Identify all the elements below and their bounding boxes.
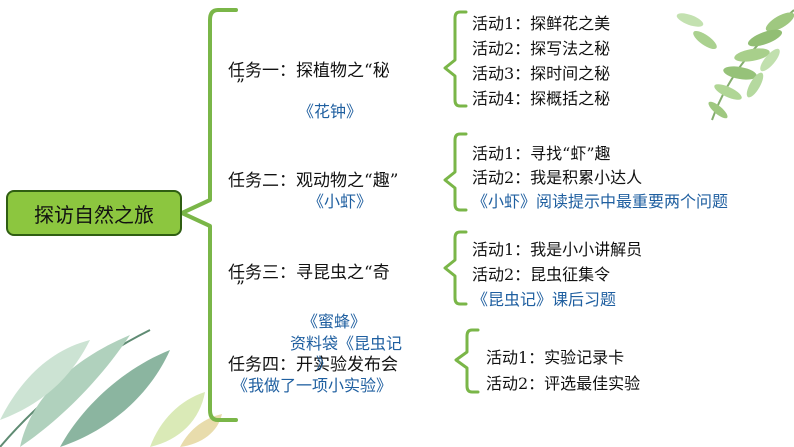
task-1-activity-2: 活动2：探写法之秘 xyxy=(472,39,611,58)
task-4-activity-1: 活动1：实验记录卡 xyxy=(486,348,625,367)
task-1-book: 《花钟》 xyxy=(298,102,363,121)
task-4-activity-2: 活动2：评选最佳实验 xyxy=(486,374,641,393)
task-3-note: 《昆虫记》课后习题 xyxy=(472,290,617,309)
task-3-activity-2: 活动2：昆虫征集令 xyxy=(472,265,611,284)
task-4-book-2: 资料袋《昆虫记 xyxy=(290,334,403,353)
task-1-label: 任务一：探植物之“秘 xyxy=(228,61,390,81)
task-4-book-4: 《我做了一项小实验》 xyxy=(232,376,393,395)
task-4-label: 任务四：开实验发布会 xyxy=(228,355,398,375)
task-2-activity-2: 活动2：我是积累小达人 xyxy=(472,168,643,187)
task-3-label-cont: ” xyxy=(236,278,245,298)
task-4-book-3: 》 xyxy=(316,354,333,373)
root-node: 探访自然之旅 xyxy=(6,190,182,236)
task-1-activity-3: 活动3：探时间之秘 xyxy=(472,64,611,83)
task-1-activity-4: 活动4：探概括之秘 xyxy=(472,89,611,108)
main-bracket xyxy=(180,8,238,422)
root-label: 探访自然之旅 xyxy=(34,202,154,227)
task-2-activity-1: 活动1：寻找“虾”趣 xyxy=(472,144,611,163)
task-2-note: 《小虾》阅读提示中最重要两个问题 xyxy=(472,192,729,211)
task-4-book-1: 《蜜蜂》 xyxy=(302,312,367,331)
task-1-label-cont: ” xyxy=(236,76,245,96)
task-brackets xyxy=(443,10,480,394)
fern-top-right-decoration xyxy=(676,9,794,121)
task-3-label: 任务三：寻昆虫之“奇 xyxy=(228,263,390,283)
task-1-activity-1: 活动1：探鲜花之美 xyxy=(472,14,611,33)
task-2-label: 任务二：观动物之“趣” xyxy=(228,171,399,191)
leaf-bottom-left-decoration xyxy=(0,329,222,447)
task-2-book: 《小虾》 xyxy=(308,192,373,211)
task-3-activity-1: 活动1：我是小小讲解员 xyxy=(472,240,643,259)
